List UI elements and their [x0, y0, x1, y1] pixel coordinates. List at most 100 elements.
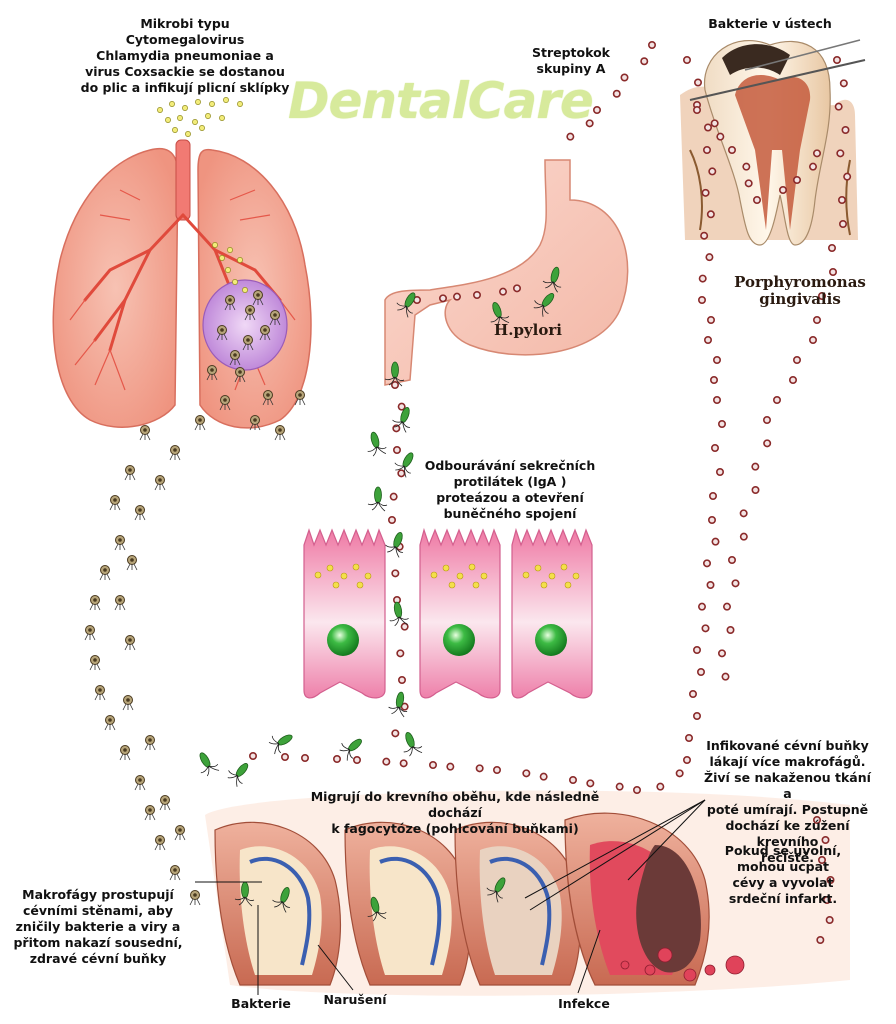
blood-particle: [817, 855, 826, 864]
virus-particle: [94, 685, 106, 701]
blood-particle: [391, 569, 400, 578]
bacterium: [265, 726, 297, 757]
blood-particle: [700, 231, 709, 240]
clot-fragment: [644, 964, 656, 976]
blood-particle: [692, 106, 701, 115]
heart-attack-label: Pokud se uvolní, mohou ucpat cévy a vyvo…: [724, 843, 842, 906]
virus-particle: [216, 325, 228, 341]
blood-particle: [692, 711, 701, 720]
inhaled-particle: [227, 247, 233, 253]
blood-particle: [739, 509, 748, 518]
inhaled-particle: [225, 267, 231, 273]
blood-particle: [390, 380, 399, 389]
blood-particle: [836, 149, 845, 158]
virus-particle: [114, 595, 126, 611]
virus-particle: [154, 835, 166, 851]
blood-particle: [696, 667, 705, 676]
blood-particle: [708, 491, 717, 500]
inhaled-particle: [232, 279, 238, 285]
virus-particle: [174, 825, 186, 841]
blood-particle: [712, 355, 721, 364]
blood-particle: [707, 515, 716, 524]
particle-decorations: [84, 40, 852, 982]
bacterium: [397, 729, 425, 759]
blood-particle: [716, 132, 725, 141]
cell-nucleus: [443, 624, 475, 656]
bacterium: [362, 429, 389, 459]
blood-particle: [539, 772, 548, 781]
blood-particle: [717, 649, 726, 658]
virus-particle: [144, 735, 156, 751]
blood-particle: [472, 290, 481, 299]
blood-particle: [703, 123, 712, 132]
blood-particle: [709, 375, 718, 384]
lungs: [52, 139, 312, 429]
virus-particle: [144, 805, 156, 821]
clot-fragment: [725, 955, 745, 975]
blood-particle: [692, 645, 701, 654]
virus-particle: [104, 715, 116, 731]
blood-particle: [731, 579, 740, 588]
blood-particle: [492, 765, 501, 774]
blood-particle: [612, 89, 621, 98]
blood-particle: [762, 415, 771, 424]
blood-particle: [739, 532, 748, 541]
virus-particle: [262, 390, 274, 406]
bacteria-label: Bakterie: [231, 996, 291, 1011]
virus-particle: [169, 445, 181, 461]
blood-particle: [389, 492, 398, 501]
virus-particle: [119, 745, 131, 761]
virus-particle: [229, 350, 241, 366]
blood-particle: [751, 485, 760, 494]
porphyromonas-label: Porphyromonas gingivalis: [734, 273, 866, 308]
virus-particle: [219, 395, 231, 411]
blood-particle: [792, 355, 801, 364]
blood-particle: [751, 462, 760, 471]
inhaled-particle: [205, 113, 211, 119]
inhaled-particle: [219, 115, 225, 121]
virus-particle: [269, 310, 281, 326]
virus-particle: [169, 865, 181, 881]
blood-particle: [838, 220, 847, 229]
blood-particle: [702, 146, 711, 155]
blood-particle: [332, 754, 341, 763]
blood-particle: [841, 126, 850, 135]
blood-particle: [697, 295, 706, 304]
iga-label: Odbourávání sekrečních protilátek (IgA )…: [424, 458, 596, 521]
blood-particle: [688, 689, 697, 698]
stomach: [384, 159, 629, 386]
disruption-label: Narušení: [323, 992, 387, 1007]
blood-particle: [399, 759, 408, 768]
blood-particle: [808, 335, 817, 344]
inhaled-particle: [177, 115, 183, 121]
inhaled-particle: [199, 125, 205, 131]
blood-particle: [387, 515, 396, 524]
blood-particle: [717, 419, 726, 428]
blood-particle: [843, 172, 852, 181]
blood-particle: [682, 755, 691, 764]
blood-particle: [632, 785, 641, 794]
tooth: [680, 39, 866, 246]
blood-particle: [438, 294, 447, 303]
blood-particle: [522, 769, 531, 778]
blood-particle: [640, 57, 649, 66]
blood-particle: [280, 752, 289, 761]
cell-nucleus: [327, 624, 359, 656]
blood-particle: [808, 162, 817, 171]
blood-particle: [711, 537, 720, 546]
macrophages-label: Makrofágy prostupují cévními stěnami, ab…: [13, 887, 183, 966]
virus-particle: [134, 505, 146, 521]
blood-particle: [586, 779, 595, 788]
blood-particle: [592, 106, 601, 115]
blood-particle: [708, 167, 717, 176]
inhaled-particle: [172, 127, 178, 133]
blood-particle: [834, 102, 843, 111]
virus-particle: [126, 555, 138, 571]
virus-particle: [124, 465, 136, 481]
virus-particle: [134, 775, 146, 791]
virus-particle: [122, 695, 134, 711]
blood-particle: [684, 733, 693, 742]
inhaled-particle: [212, 242, 218, 248]
blood-particle: [382, 757, 391, 766]
blood-particle: [396, 649, 405, 658]
